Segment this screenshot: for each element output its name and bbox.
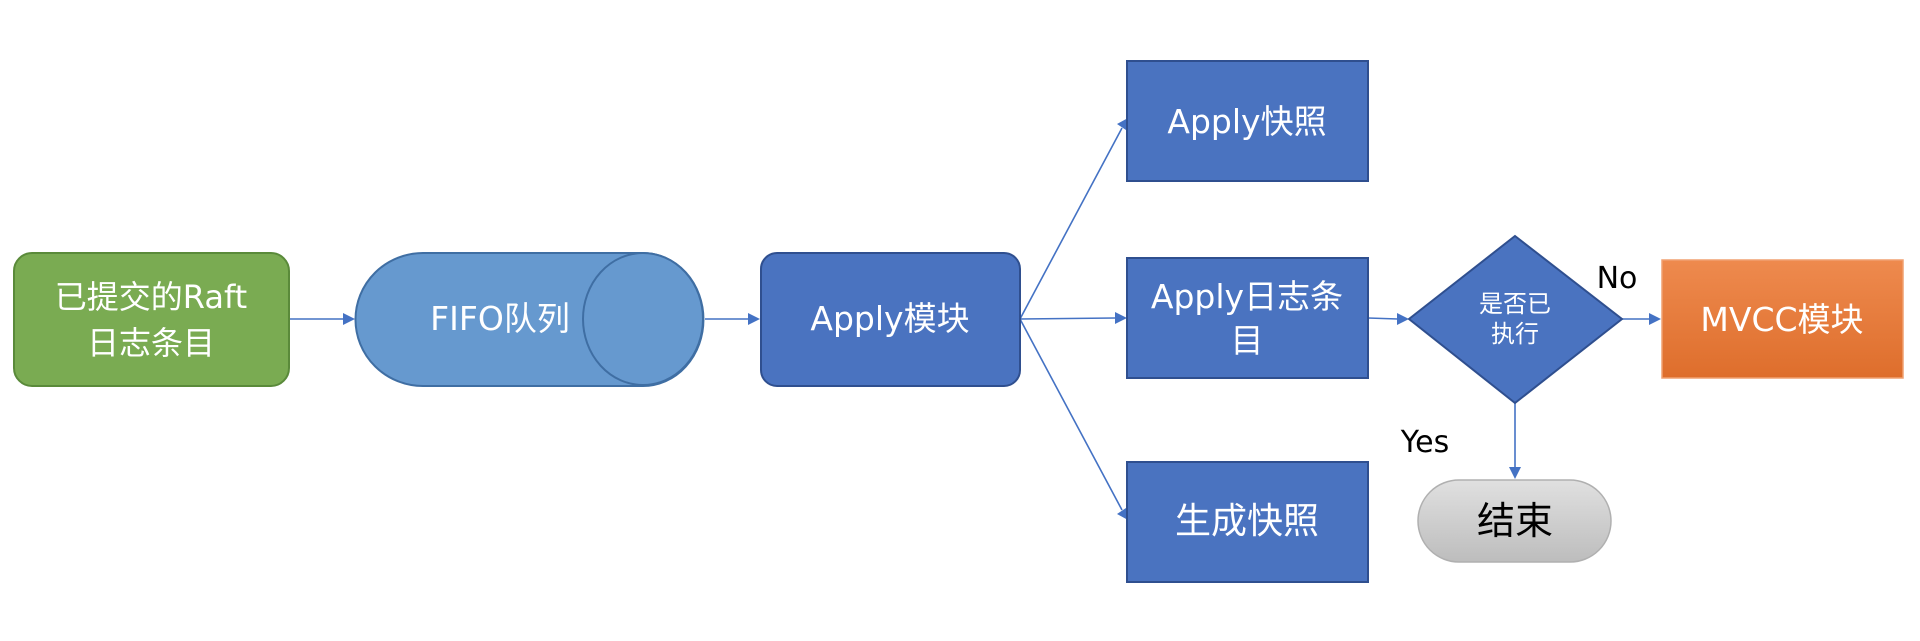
arrowhead-decision-to-end — [1509, 467, 1521, 479]
apply-snapshot-label: Apply快照 — [1167, 102, 1326, 141]
node-generate-snapshot: 生成快照 — [1126, 461, 1369, 583]
node-mvcc-module: MVCC模块 — [1661, 259, 1904, 379]
executed-decision-label-line-2: 执行 — [1491, 320, 1539, 348]
mvcc-module-label: MVCC模块 — [1700, 300, 1863, 339]
edge-apply-to-snapshot — [1019, 127, 1123, 320]
apply-log-entry-label-line-1: Apply日志条 — [1151, 277, 1343, 316]
apply-module-label: Apply模块 — [810, 299, 969, 338]
node-apply-snapshot: Apply快照 — [1126, 60, 1369, 182]
edge-apply-to-generate — [1019, 318, 1123, 511]
arrowhead-apply-to-snapshot — [1117, 118, 1128, 130]
edge-label-no: No — [1597, 261, 1638, 296]
edge-label-yes: Yes — [1400, 425, 1449, 460]
arrowhead-apply-to-generate — [1117, 508, 1128, 520]
committed-log-label-line-2: 日志条目 — [87, 324, 215, 362]
end-box — [1417, 479, 1612, 563]
edges — [290, 118, 1661, 520]
committed-log-label-line-1: 已提交的Raft — [55, 278, 247, 316]
committed-log-box — [13, 252, 290, 387]
node-apply-module: Apply模块 — [760, 252, 1021, 387]
node-end: 结束 — [1417, 479, 1612, 563]
generate-snapshot-label: 生成快照 — [1175, 501, 1319, 542]
node-executed-decision: 是否已 执行 — [1407, 234, 1624, 405]
edge-log-entry-to-decision — [1367, 317, 1399, 320]
arrowhead-decision-to-mvcc — [1649, 313, 1661, 325]
edge-apply-to-log-entry — [1019, 317, 1116, 320]
fifo-queue-end-cap — [582, 252, 704, 386]
end-label: 结束 — [1477, 499, 1553, 543]
arrowhead-apply-to-log-entry — [1115, 312, 1127, 324]
fifo-queue-label: FIFO队列 — [430, 299, 570, 338]
node-apply-log-entry: Apply日志条 目 — [1126, 257, 1369, 379]
apply-module-box — [760, 252, 1021, 387]
executed-decision-label-line-1: 是否已 — [1479, 290, 1551, 318]
node-fifo-queue: FIFO队列 — [354, 252, 705, 387]
arrowhead-log-to-fifo — [343, 313, 355, 325]
apply-log-entry-box — [1126, 257, 1369, 379]
arrowhead-log-entry-to-decision — [1397, 313, 1409, 325]
generate-snapshot-box — [1126, 461, 1369, 583]
mvcc-module-box — [1661, 259, 1904, 379]
node-committed-log: 已提交的Raft 日志条目 — [13, 252, 290, 387]
apply-log-entry-label-line-2: 目 — [1231, 321, 1264, 360]
arrowhead-fifo-to-apply — [748, 313, 760, 325]
executed-decision-diamond — [1407, 234, 1624, 405]
apply-snapshot-box — [1126, 60, 1369, 182]
